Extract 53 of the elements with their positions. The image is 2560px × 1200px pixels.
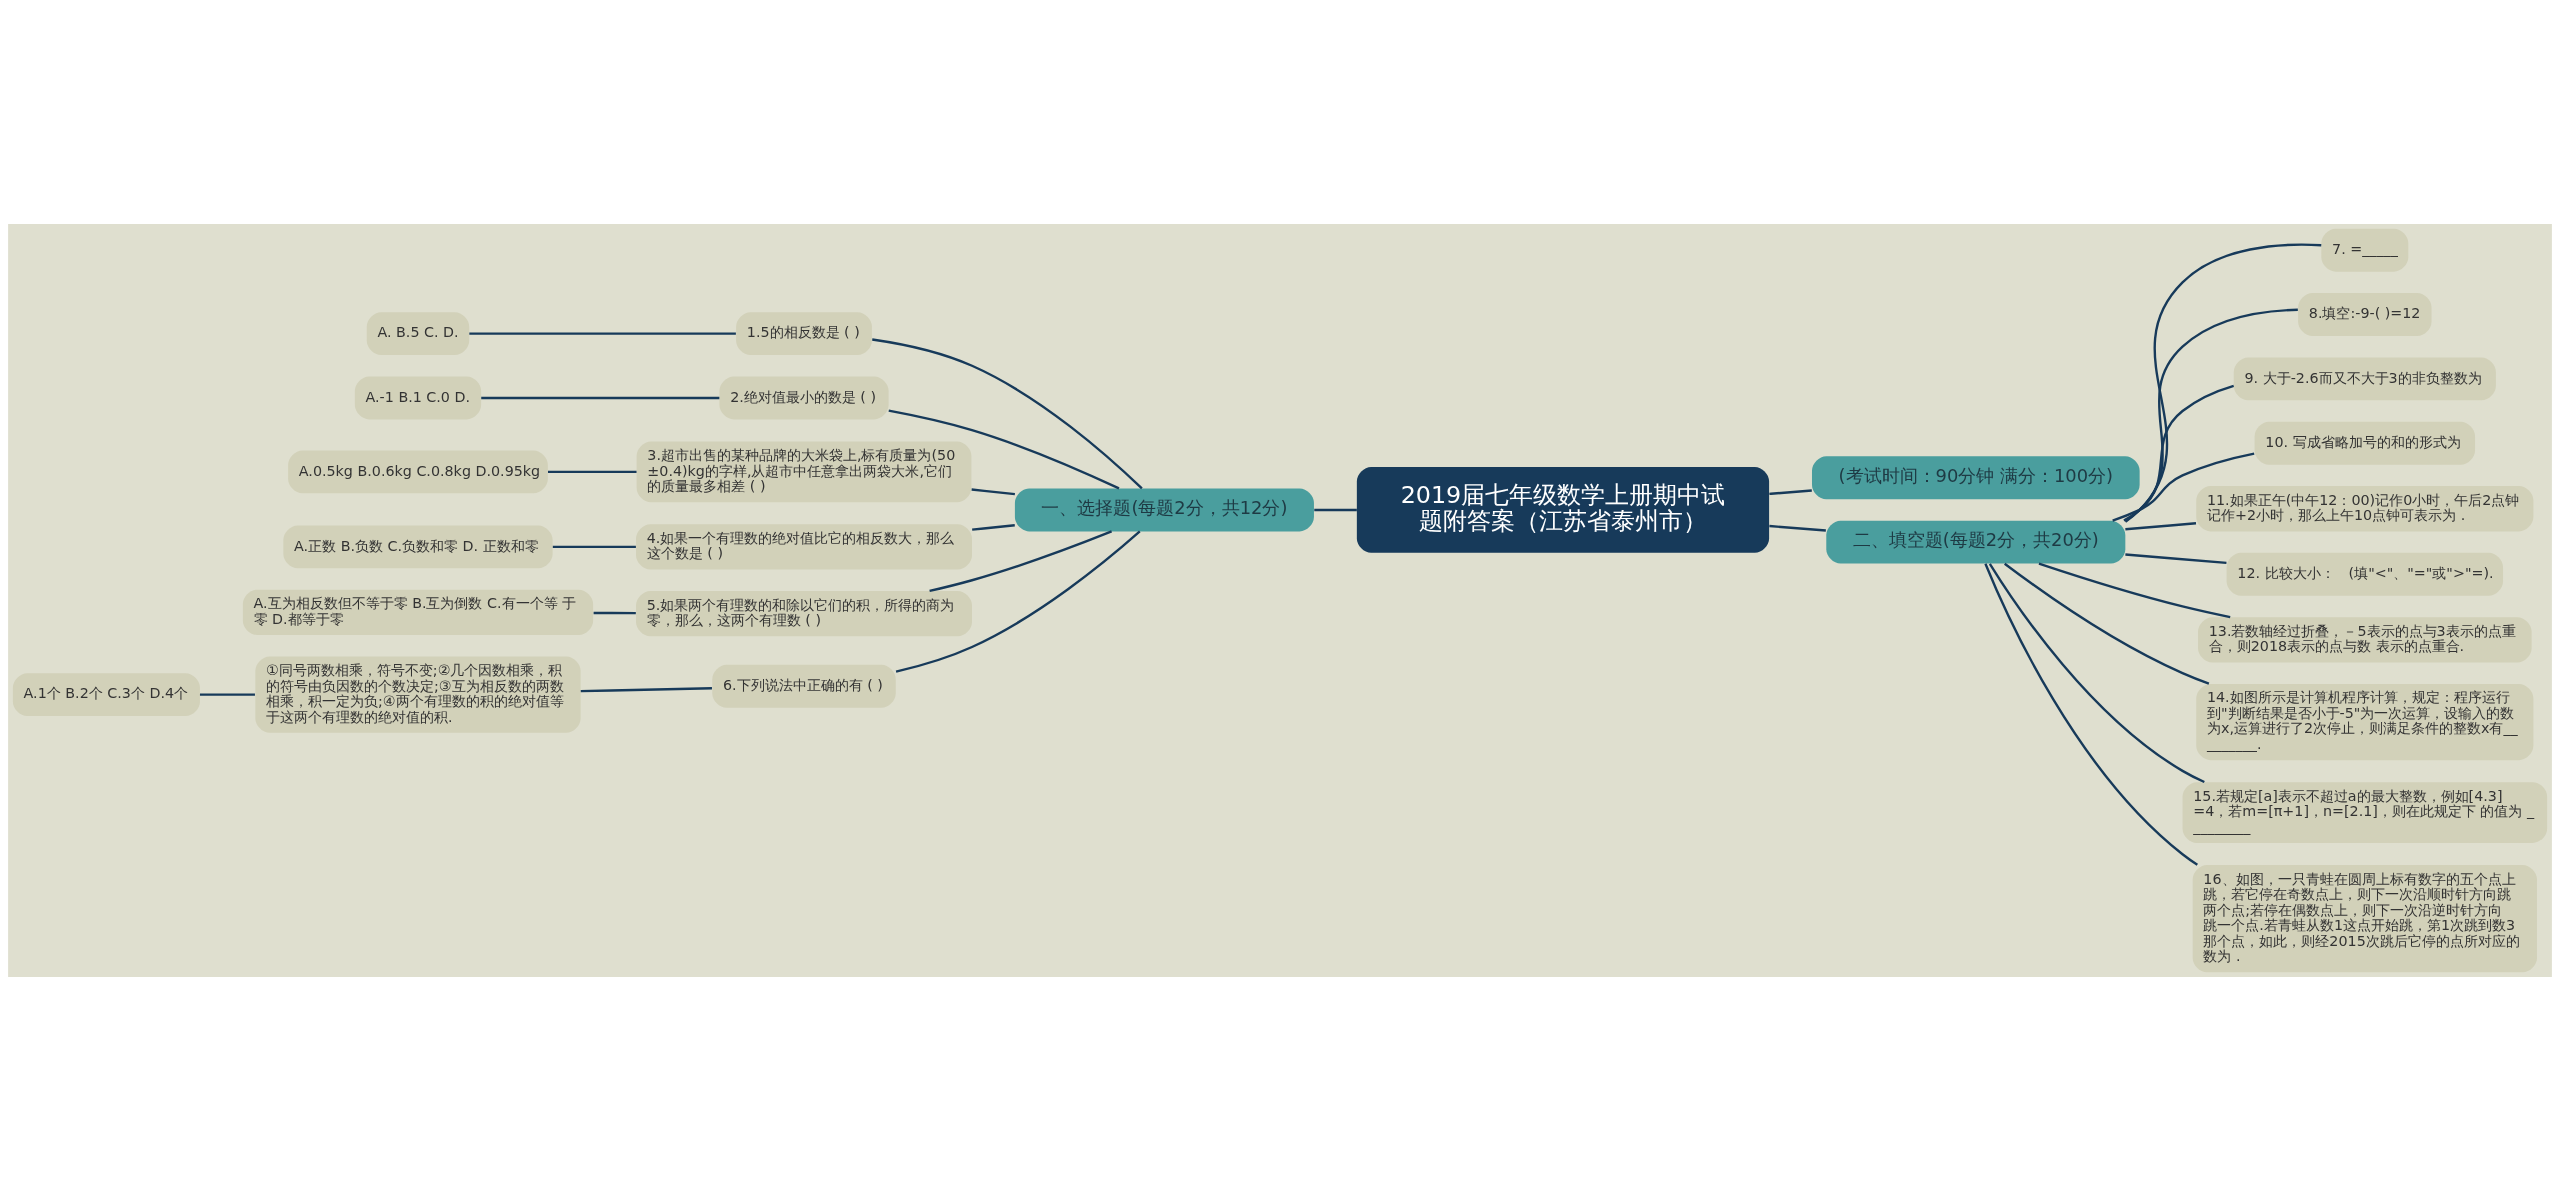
node-box: 4.如果一个有理数的绝对值比它的相反数大，那么这个数是 ( ): [636, 523, 972, 569]
node-box: 6.下列说法中正确的有 ( ): [712, 664, 896, 708]
connector: [1769, 524, 1826, 532]
connector: [2124, 243, 2322, 523]
connector: [2125, 521, 2197, 530]
node-box: 3.超市出售的某种品牌的大米袋上,标有质量为(50±0.4)kg的字样,从超市中任意拿出两袋大米,它们的质量最多相差 ( ): [636, 440, 972, 502]
node-box: 2019届七年级数学上册期中试题附答案（江苏省泰州市）: [1356, 466, 1770, 553]
connector: [971, 487, 1015, 495]
connector: [199, 692, 255, 696]
node-box: 14.如图所示是计算机程序计算，规定：程序运行到"判断结果是否小于-5"为一次运算，设输入的数为x,运算进行了2次停止，则满足条件的整数x有_________.: [2196, 683, 2534, 760]
node-box: 2.绝对值最小的数是 ( ): [719, 376, 889, 419]
node-box: A.正数 B.负数 C.负数和零 D. 正数和零: [283, 524, 553, 568]
node-box: 16、如图，一只青蛙在圆周上标有数字的五个点上跳，若它停在奇数点上，则下一次沿顺时针方向跳两个点;若停在偶数点上，则下一次沿逆时针方向跳一个点.若青蛙从数1这点开始跳，第1次跳到数3那个点，如此，则经2015次跳后它停的点所对应的数为 .: [2192, 864, 2537, 972]
connector: [469, 331, 736, 335]
node-box: 12. 比较大小： (填"<"、"="或">"=).: [2226, 552, 2504, 596]
node-box: A. B.5 C. D.: [366, 311, 470, 355]
connector: [2112, 451, 2255, 522]
node-box: A.-1 B.1 C.0 D.: [354, 376, 482, 419]
node-box: (考试时间：90分钟 满分：100分): [1812, 455, 2140, 499]
node-box: 11.如果正午(中午12：00)记作0小时，午后2点钟记作+2小时，那么上午10点钟可表示为 .: [2196, 485, 2534, 531]
node-box: 8.填空:-9-( )=12: [2298, 292, 2432, 336]
connector: [548, 470, 637, 473]
connector: [872, 337, 1143, 489]
node-box: A.1个 B.2个 C.3个 D.4个: [12, 672, 200, 716]
node-box: 9. 大于-2.6而又不大于3的非负整数为: [2233, 356, 2496, 400]
node-box: 一、选择题(每题2分，共12分): [1014, 488, 1314, 531]
connector: [972, 523, 1015, 531]
node-box: A.0.5kg B.0.6kg C.0.8kg D.0.95kg: [288, 449, 548, 493]
node-box: 13.若数轴经过折叠，－5表示的点与3表示的点重合，则2018表示的点与数 表示的点重合.: [2198, 616, 2532, 662]
node-box: 7. =_____: [2321, 228, 2409, 272]
connector: [2124, 308, 2298, 522]
node-box: 15.若规定[a]表示不超过a的最大整数，例如[4.3]=4，若m=[π+1]，n=[2.1]，则在此规定下 的值为 _________: [2182, 781, 2548, 843]
connector: [552, 545, 636, 548]
connector: [1988, 562, 2205, 783]
node-box: 5.如果两个有理数的和除以它们的积，所得的商为零，那么，这两个有理数 ( ): [636, 590, 972, 636]
connector: [593, 611, 636, 614]
connector: [580, 686, 712, 692]
node-box: A.互为相反数但不等于零 B.互为倒数 C.有一个等 于零 D.都等于零: [242, 589, 594, 635]
connector: [1984, 562, 2198, 866]
connector: [2004, 562, 2210, 685]
connector: [2125, 552, 2227, 564]
connector: [2038, 562, 2231, 618]
node-box: 10. 写成省略加号的和的形式为: [2254, 421, 2476, 465]
connector: [2123, 384, 2235, 522]
connector: [481, 396, 720, 399]
node-box: ①同号两数相乘，符号不变;②几个因数相乘，积的符号由负因数的个数决定;③互为相反数的两数相乘，积一定为负;④两个有理数的积的绝对值等于这两个有理数的绝对值的积.: [255, 656, 581, 733]
node-box: 1.5的相反数是 ( ): [736, 311, 872, 355]
connector: [895, 530, 1141, 673]
connector: [1769, 488, 1812, 495]
connector: [929, 529, 1113, 592]
node-box: 二、填空题(每题2分，共20分): [1826, 520, 2126, 564]
connector: [1314, 508, 1357, 511]
connector: [888, 408, 1120, 489]
